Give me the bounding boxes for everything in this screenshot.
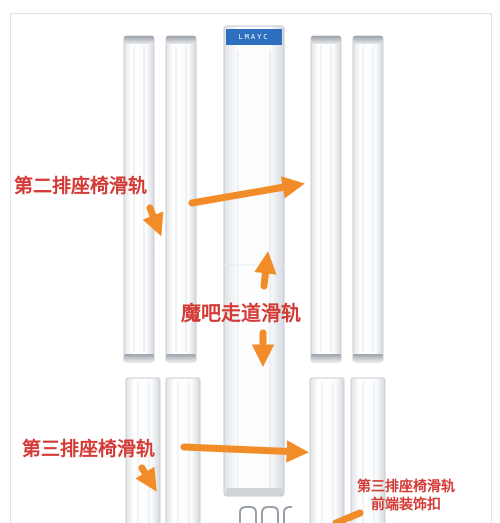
- rail-top-2: [165, 35, 197, 363]
- label-trim-line2: 前端装饰扣: [371, 497, 441, 513]
- arrow-third-row-down: [135, 464, 157, 492]
- trim-clips: [239, 506, 292, 523]
- rail-bottom-3: [309, 377, 345, 523]
- arrow-second-row-right: [188, 176, 305, 207]
- rail-top-3: [310, 35, 342, 363]
- image-frame: [10, 13, 492, 523]
- label-trim-line1: 第三排座椅滑轨: [357, 479, 455, 495]
- label-third-row-rail: 第三排座椅滑轨: [22, 438, 156, 460]
- rail-top-1: [123, 35, 155, 363]
- arrow-aisle-up: [254, 251, 277, 290]
- arrow-second-row-down: [142, 204, 164, 237]
- brand-logo: LMAYC: [226, 29, 282, 45]
- label-third-row-trim: 第三排座椅滑轨 前端装饰扣: [357, 478, 455, 514]
- rail-bottom-4: [350, 377, 386, 523]
- label-aisle-rail: 魔吧走道滑轨: [181, 301, 301, 325]
- arrow-trim: [332, 509, 364, 523]
- arrow-third-row-right: [180, 440, 309, 463]
- label-second-row-rail: 第二排座椅滑轨: [14, 175, 148, 197]
- aisle-rail: [223, 25, 285, 497]
- rail-bottom-2: [165, 377, 201, 523]
- rail-top-4: [352, 35, 384, 363]
